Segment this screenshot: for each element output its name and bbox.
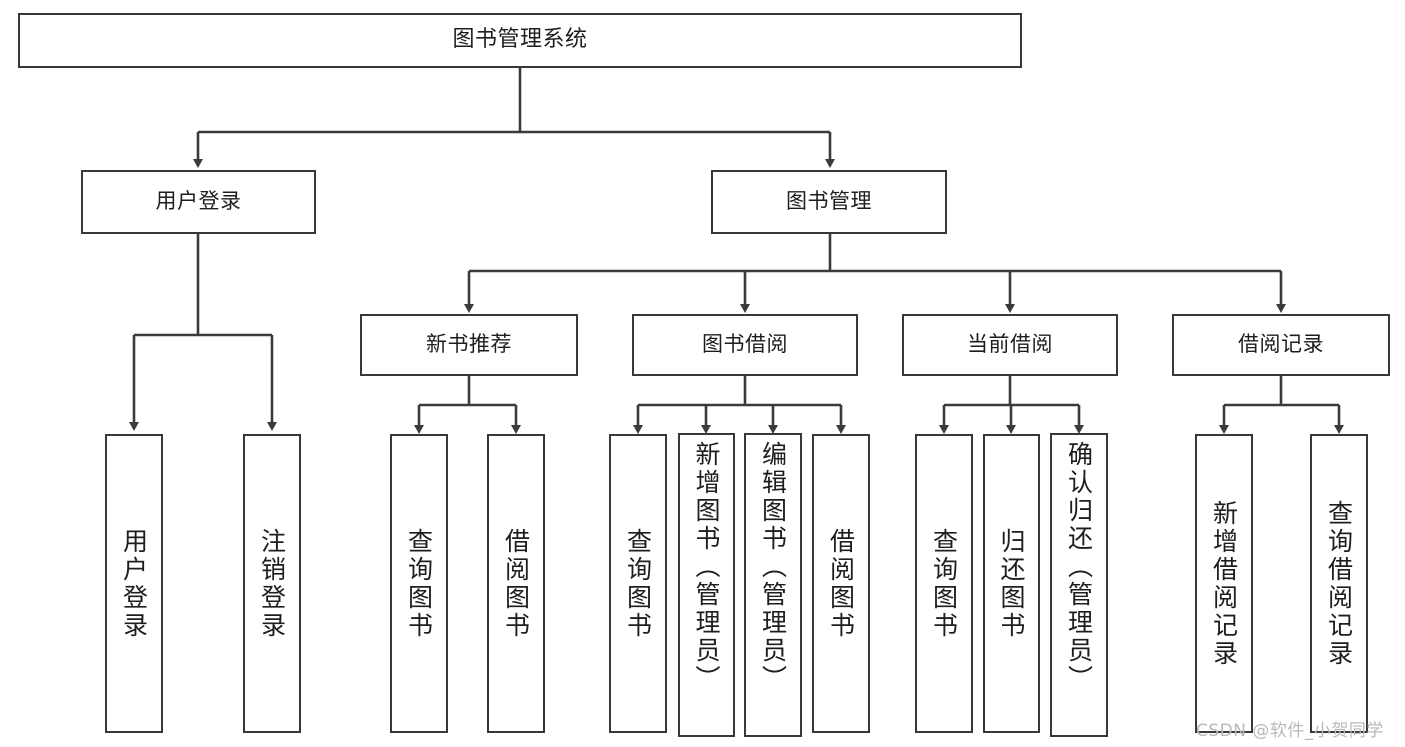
node-label: 查询图书	[929, 527, 959, 640]
node-label: 新增图书（管理员）	[692, 441, 721, 693]
node-leaf-query-book-borrow[interactable]: 查询图书	[609, 434, 667, 733]
node-label: 注销登录	[257, 527, 287, 640]
node-label: 新书推荐	[426, 332, 512, 357]
node-label: 图书管理	[786, 189, 872, 214]
node-label: 查询图书	[623, 527, 653, 640]
node-label: 查询图书	[404, 527, 434, 640]
node-label: 查询借阅记录	[1324, 499, 1354, 668]
node-leaf-return-book[interactable]: 归还图书	[983, 434, 1040, 733]
node-label: 当前借阅	[967, 332, 1053, 357]
node-label: 用户登录	[155, 189, 242, 214]
node-leaf-borrow-book-recommend[interactable]: 借阅图书	[487, 434, 545, 733]
node-leaf-borrow-book[interactable]: 借阅图书	[812, 434, 870, 733]
node-leaf-query-borrow-record[interactable]: 查询借阅记录	[1310, 434, 1368, 733]
node-leaf-confirm-return-admin[interactable]: 确认归还（管理员）	[1050, 433, 1108, 737]
node-leaf-add-borrow-record[interactable]: 新增借阅记录	[1195, 434, 1253, 733]
node-new-book-recommend[interactable]: 新书推荐	[360, 314, 578, 376]
node-label: 编辑图书（管理员）	[758, 441, 788, 693]
node-label: 图书借阅	[702, 332, 788, 357]
node-leaf-query-book-recommend[interactable]: 查询图书	[390, 434, 448, 733]
node-label: 借阅图书	[501, 527, 531, 640]
csdn-watermark: CSDN @软件_小贺同学	[1196, 721, 1384, 741]
node-book-management[interactable]: 图书管理	[711, 170, 947, 234]
node-leaf-add-book-admin[interactable]: 新增图书（管理员）	[678, 433, 735, 737]
node-label: 借阅图书	[826, 527, 856, 640]
node-label: 用户登录	[119, 527, 149, 640]
node-leaf-user-login[interactable]: 用户登录	[105, 434, 163, 733]
node-root-book-management-system[interactable]: 图书管理系统	[18, 13, 1022, 68]
node-user-login[interactable]: 用户登录	[81, 170, 316, 234]
node-borrow-record[interactable]: 借阅记录	[1172, 314, 1390, 376]
node-book-borrow[interactable]: 图书借阅	[632, 314, 858, 376]
node-current-borrow[interactable]: 当前借阅	[902, 314, 1118, 376]
node-label: 图书管理系统	[452, 27, 588, 53]
node-leaf-logout[interactable]: 注销登录	[243, 434, 301, 733]
node-leaf-edit-book-admin[interactable]: 编辑图书（管理员）	[744, 433, 802, 737]
node-leaf-query-book-current[interactable]: 查询图书	[915, 434, 973, 733]
node-label: 新增借阅记录	[1209, 499, 1239, 668]
node-label: 借阅记录	[1238, 332, 1324, 357]
node-label: 确认归还（管理员）	[1064, 441, 1094, 693]
node-label: 归还图书	[997, 527, 1026, 640]
